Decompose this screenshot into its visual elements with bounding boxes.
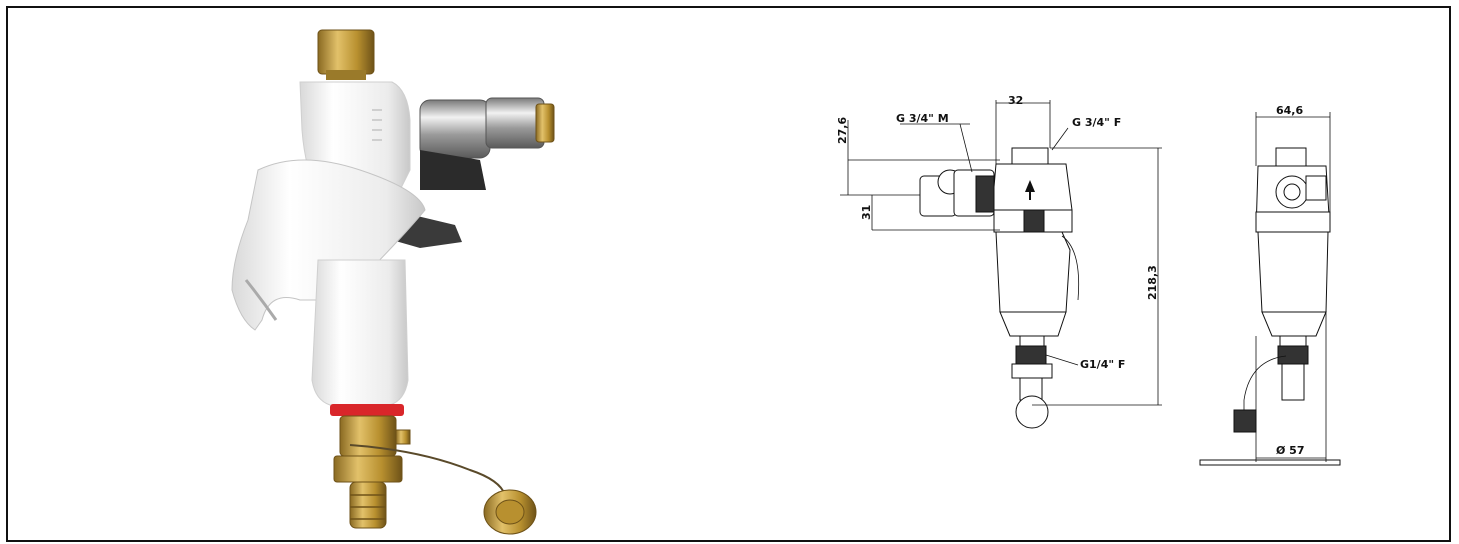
- drain-valve-stem: [395, 429, 411, 445]
- fv-inlet-core: [1283, 183, 1301, 201]
- inlet-ball-valve: [419, 99, 491, 159]
- sv-leader-drain: [1045, 354, 1079, 366]
- hood-edge: [244, 279, 278, 321]
- fv-valve-side: [1305, 175, 1327, 201]
- sv-lower-cone: [999, 311, 1067, 337]
- drain-hose-tail: [349, 481, 387, 529]
- sv-dim-31: 31: [860, 205, 873, 220]
- sv-flow-arrow-up: [1025, 180, 1035, 192]
- sv-bowl: [995, 231, 1071, 313]
- sv-dim-27-6: 27,6: [836, 117, 849, 144]
- filter-bowl: [311, 259, 409, 406]
- fv-drain-cap: [1233, 409, 1257, 433]
- inlet-connector: [485, 97, 545, 149]
- fv-hose-tail: [1281, 363, 1305, 401]
- fv-bowl: [1257, 231, 1329, 313]
- sv-top-nut: [1011, 147, 1049, 165]
- sv-drain-nut: [1011, 363, 1053, 379]
- sv-mid-marker: [1023, 209, 1045, 233]
- housing-ribs: [372, 109, 382, 141]
- front-view-drawing: 64,6 Ø 57: [1199, 104, 1341, 466]
- sv-label-inlet-male: G 3/4" M: [896, 112, 949, 125]
- sv-leader-outlet: [1051, 127, 1069, 151]
- sv-drain-cap: [1015, 395, 1049, 429]
- sv-dim-32: 32: [1008, 94, 1023, 107]
- drain-cap-center: [495, 499, 525, 525]
- fv-lower-cone: [1261, 311, 1327, 337]
- sv-valve-handle: [975, 175, 995, 213]
- sv-dim-218-3: 218,3: [1146, 265, 1159, 300]
- sv-drain-valve: [1015, 345, 1047, 365]
- sv-label-outlet-female: G 3/4" F: [1072, 116, 1121, 129]
- cap-chain: [349, 444, 506, 496]
- hose-tail-ribs: [350, 494, 386, 520]
- fv-top-nut: [1275, 147, 1307, 167]
- drain-valve-body: [339, 415, 397, 457]
- fv-floor-base: [1199, 459, 1341, 466]
- top-brass-neck: [326, 70, 366, 80]
- side-view-drawing: 32 G 3/4" M G 3/4" F 27,6 31 218,3 G1/4"…: [836, 94, 1162, 429]
- top-brass-nut: [317, 29, 375, 75]
- fv-drain-valve: [1277, 345, 1309, 365]
- product-photo: [231, 29, 555, 535]
- sv-drain-neck: [1019, 335, 1045, 347]
- sv-leader-inlet: [959, 123, 973, 173]
- fv-mid-band: [1255, 211, 1331, 233]
- drain-nut: [333, 455, 403, 483]
- fv-dim-64-6: 64,6: [1276, 104, 1303, 117]
- red-ring: [330, 404, 404, 416]
- sv-label-drain: G1/4" F: [1080, 358, 1125, 371]
- fv-drain-neck: [1279, 335, 1307, 347]
- fv-dim-diameter-57: Ø 57: [1276, 444, 1305, 457]
- fv-cap-chain: [1243, 355, 1287, 430]
- inlet-thread: [535, 103, 555, 143]
- valve-handle: [420, 150, 486, 190]
- sv-bowl-side: [1061, 235, 1079, 301]
